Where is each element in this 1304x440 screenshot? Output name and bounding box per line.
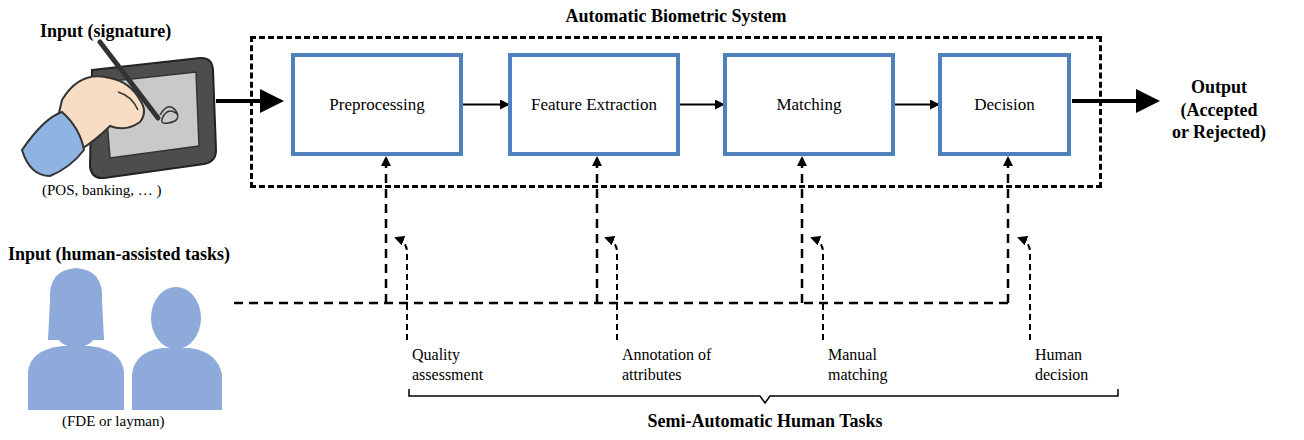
- person-silhouettes: [28, 268, 222, 410]
- process-box: Decision: [938, 53, 1071, 156]
- process-label: Decision: [974, 94, 1034, 115]
- hand-with-stylus: [22, 42, 158, 176]
- flow-arrow: [463, 104, 508, 106]
- system-boundary: Automatic Biometric SystemPreprocessingF…: [250, 36, 1102, 188]
- process-label: Preprocessing: [329, 94, 424, 115]
- task-label: Human decision: [1035, 345, 1125, 385]
- human-feed-lines: [234, 158, 1008, 303]
- flow-arrow: [895, 104, 938, 106]
- system-title: Automatic Biometric System: [253, 6, 1099, 27]
- process-box: Matching: [723, 53, 895, 156]
- input-label: Input (signature): [40, 20, 240, 43]
- task-label: Annotation of attributes: [622, 345, 752, 385]
- group-label: Semi-Automatic Human Tasks: [560, 410, 970, 433]
- task-hook-arrows: [396, 238, 1030, 340]
- output-label: Output (Accepted or Rejected): [1170, 76, 1268, 144]
- process-label: Feature Extraction: [531, 94, 657, 115]
- output-arrow: [1072, 99, 1156, 103]
- task-label: Manual matching: [828, 345, 918, 385]
- flow-arrow: [680, 104, 723, 106]
- group-bracket: [409, 389, 1118, 403]
- input-arrow: [216, 99, 280, 103]
- input-note: (FDE or layman): [62, 412, 222, 431]
- process-box: Feature Extraction: [508, 53, 680, 156]
- process-box: Preprocessing: [291, 53, 463, 156]
- task-label: Quality assessment: [412, 345, 507, 385]
- input-note: (POS, banking, … ): [42, 181, 242, 200]
- process-label: Matching: [776, 94, 841, 115]
- input-label: Input (human-assisted tasks): [8, 243, 248, 266]
